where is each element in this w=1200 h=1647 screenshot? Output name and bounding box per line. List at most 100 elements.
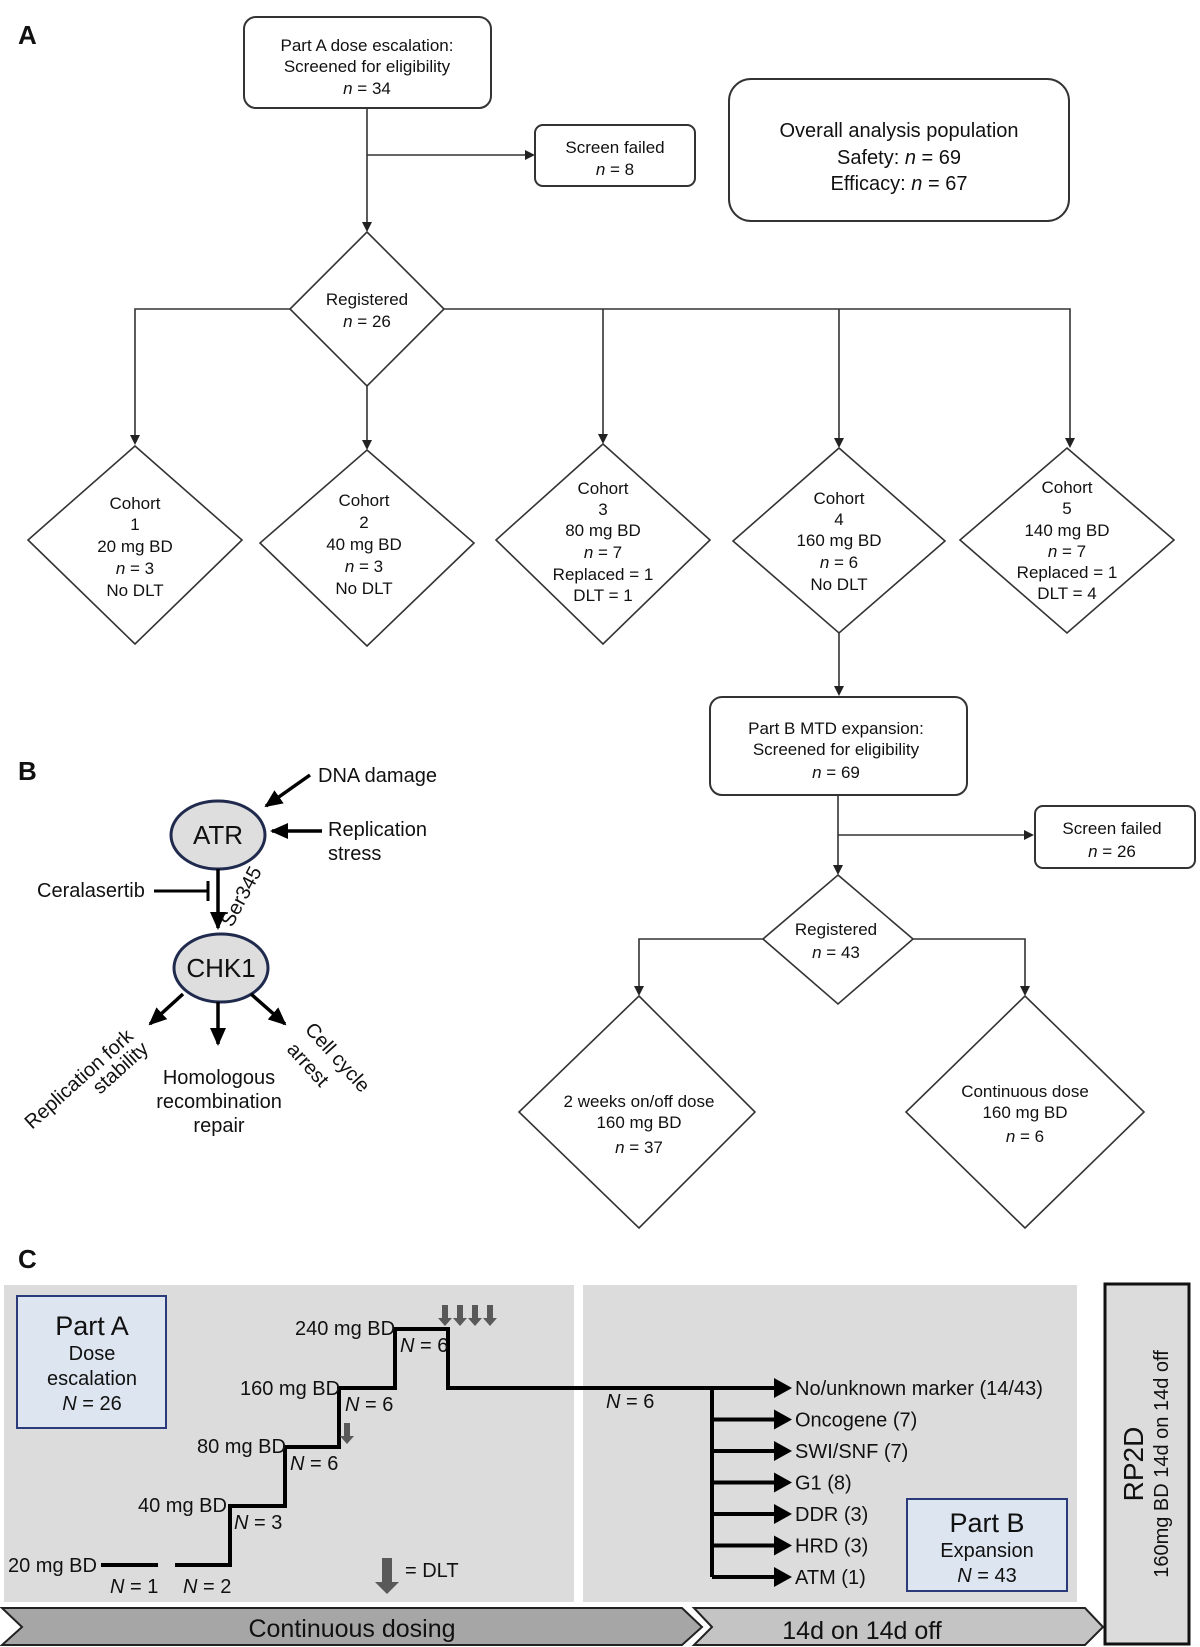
cohort-4-number: 4 — [834, 510, 843, 529]
part-a-screen-line1: Part A dose escalation: — [281, 36, 454, 55]
part-a-screen-line2: Screened for eligibility — [284, 57, 451, 76]
cohort-5-dose: 140 mg BD — [1024, 521, 1109, 540]
dlt-legend-arrow-icon — [375, 1558, 399, 1594]
marker-arrow-icon — [774, 1441, 792, 1461]
dna-damage-arrow-icon — [264, 773, 312, 808]
cohort-3-diamond: Cohort 3 80 mg BD n = 7 Replaced = 1 DLT… — [494, 442, 712, 646]
schedule-2-label: 14d on 14d off — [782, 1617, 941, 1645]
overall-population-box: Overall analysis population Safety: n = … — [728, 78, 1070, 222]
atr-label: ATR — [193, 820, 243, 850]
part-a-n: N = 26 — [62, 1393, 122, 1415]
registered-n: n = 26 — [343, 312, 391, 331]
continuous-dosing-chevron: Continuous dosing — [0, 1607, 704, 1646]
fork-arrow-icon — [148, 992, 185, 1026]
marker-branches-group: No/unknown marker (14/43)Oncogene (7)SWI… — [710, 1378, 1043, 1589]
panel-label-b: B — [18, 756, 37, 786]
dose-label-240: 240 mg BD — [295, 1318, 395, 1340]
cell-cycle-arrow-icon — [249, 992, 287, 1026]
continuous-line1: Continuous dose — [961, 1082, 1089, 1101]
part-b-screen-line2: Screened for eligibility — [753, 740, 920, 759]
marker-label: No/unknown marker (14/43) — [795, 1378, 1043, 1400]
panel-label-c: C — [18, 1244, 37, 1274]
cohort-3-title: Cohort — [577, 479, 628, 498]
marker-label: DDR (3) — [795, 1504, 868, 1526]
dlt-arrow-icon — [438, 1305, 452, 1326]
phospho-site-label: Ser345 — [217, 863, 267, 930]
registered-b-diamond: Registered n = 43 — [761, 873, 915, 1006]
cohort-4-n: n = 6 — [820, 553, 858, 572]
intermittent-n: n = 37 — [615, 1138, 663, 1157]
dlt-arrows-group — [340, 1305, 497, 1444]
intermittent-line1: 2 weeks on/off dose — [564, 1092, 715, 1111]
dlt-legend-label: = DLT — [405, 1560, 459, 1582]
cohort-5-title: Cohort — [1041, 478, 1092, 497]
dlt-arrow-icon — [453, 1305, 467, 1326]
cohort-5-n: n = 7 — [1048, 542, 1086, 561]
rp2d-title: RP2D — [1118, 1427, 1149, 1502]
cohort-2-diamond: Cohort 2 40 mg BD n = 3 No DLT — [258, 448, 476, 648]
registered-diamond: Registered n = 26 — [288, 230, 446, 388]
cohort-3-n: n = 7 — [584, 543, 622, 562]
marker-label: G1 (8) — [795, 1473, 852, 1495]
panel-label-a: A — [18, 20, 37, 50]
dose-20-group-2-n: N = 2 — [183, 1576, 231, 1598]
inhibitor-label: Ceralasertib — [37, 880, 145, 902]
part-b-n: N = 43 — [957, 1565, 1017, 1587]
dlt-arrow-icon — [468, 1305, 482, 1326]
dose-label-20: 20 mg BD — [8, 1555, 97, 1577]
part-b-title: Part B — [949, 1508, 1024, 1538]
marker-label: ATM (1) — [795, 1567, 866, 1589]
marker-label: HRD (3) — [795, 1536, 868, 1558]
registered-label: Registered — [326, 290, 408, 309]
intermittent-arm-diamond: 2 weeks on/off dose 160 mg BD n = 37 — [517, 994, 757, 1230]
cohort-5-diamond: Cohort 5 140 mg BD n = 7 Replaced = 1 DL… — [958, 446, 1176, 635]
marker-arrow-icon — [774, 1567, 792, 1587]
dlt-legend: = DLT — [375, 1558, 459, 1594]
connector-cohort-5 — [444, 308, 1075, 448]
part-b-screen-n: n = 69 — [812, 763, 860, 782]
cohort-3-dlt: DLT = 1 — [573, 586, 632, 605]
marker-arrow-icon — [774, 1535, 792, 1556]
cohort-1-n: n = 3 — [116, 559, 154, 578]
dlt-arrow-icon — [483, 1305, 497, 1326]
cohort-4-dose: 160 mg BD — [796, 531, 881, 550]
marker-label: Oncogene (7) — [795, 1410, 917, 1432]
cohort-2-title: Cohort — [338, 491, 389, 510]
overall-efficacy: Efficacy: n = 67 — [831, 173, 968, 195]
cohort-3-number: 3 — [598, 500, 607, 519]
dose-240-n: N = 6 — [400, 1335, 448, 1357]
part-b-info-box: Part B Expansion N = 43 — [906, 1498, 1068, 1592]
part-a-title: Part A — [55, 1311, 129, 1341]
connector-to-intermittent — [634, 938, 763, 996]
screen-failed-n: n = 8 — [596, 160, 634, 179]
cohort-5-number: 5 — [1062, 499, 1071, 518]
dlt-arrow-icon — [340, 1423, 354, 1444]
continuation-n: N = 6 — [606, 1391, 654, 1413]
registered-b-label: Registered — [795, 920, 877, 939]
part-a-line1: Dose — [69, 1343, 116, 1365]
cohort-4-dlt: No DLT — [810, 575, 867, 594]
cohort-1-diamond: Cohort 1 20 mg BD n = 3 No DLT — [26, 444, 244, 646]
cohort-5-dlt: DLT = 4 — [1037, 584, 1096, 603]
cohort-1-title: Cohort — [109, 494, 160, 513]
part-b-screen-box: Part B MTD expansion: Screened for eligi… — [709, 696, 968, 796]
screen-failed-b-label: Screen failed — [1062, 819, 1161, 838]
dose-label-80: 80 mg BD — [197, 1436, 286, 1458]
part-a-line2: escalation — [47, 1368, 137, 1390]
cohort-1-dlt: No DLT — [106, 581, 163, 600]
part-a-screen-box: Part A dose escalation: Screened for eli… — [243, 16, 492, 109]
marker-arrow-icon — [774, 1504, 792, 1524]
replication-stress-label-2: stress — [328, 843, 381, 865]
cohort-1-dose: 20 mg BD — [97, 537, 173, 556]
cohort-5-replaced: Replaced = 1 — [1017, 563, 1118, 582]
connector-to-continuous — [913, 938, 1030, 996]
dna-damage-label: DNA damage — [318, 765, 437, 787]
cohort-2-dose: 40 mg BD — [326, 535, 402, 554]
part-b-line1: Expansion — [940, 1540, 1033, 1562]
hr-label-2: recombination — [156, 1091, 282, 1113]
overall-title: Overall analysis population — [779, 120, 1018, 142]
cohort-1-number: 1 — [130, 515, 139, 534]
screen-failed-b-n: n = 26 — [1088, 842, 1136, 861]
rp2d-box: RP2D 160mg BD 14d on 14d off — [1103, 1282, 1191, 1646]
chk1-label: CHK1 — [186, 953, 255, 983]
